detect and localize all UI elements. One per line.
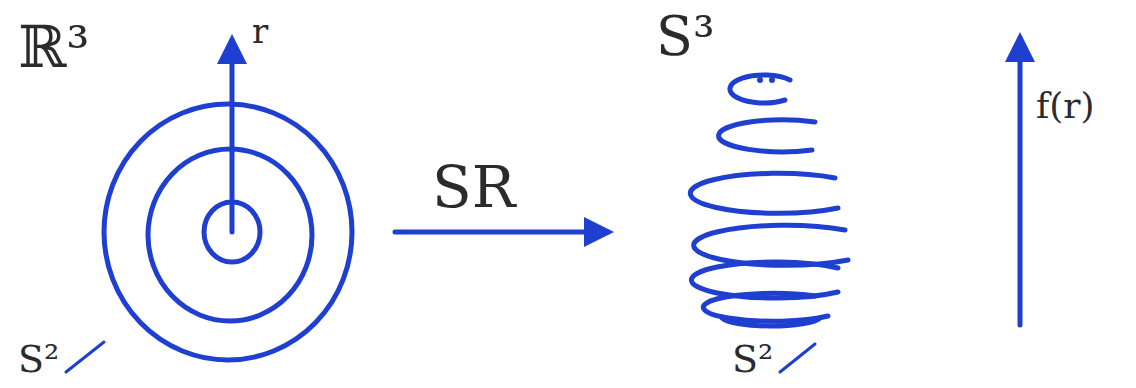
sphere-label: S²: [18, 340, 59, 378]
radius-arrow: [230, 40, 235, 232]
space-label: ℝ³: [18, 18, 89, 76]
sphere-slice: [690, 173, 838, 213]
sphere-slice: [694, 225, 848, 265]
space-label: S³: [656, 10, 715, 64]
leader-line: [66, 342, 104, 372]
sphere-slice: [719, 120, 815, 152]
map-label: SR: [432, 158, 515, 216]
dot: [769, 77, 775, 83]
dot: [757, 77, 763, 83]
map-arrow: [395, 230, 608, 235]
height-arrow: [1018, 38, 1023, 325]
sphere-slice: [722, 318, 820, 326]
sphere-label: S²: [732, 340, 773, 378]
function-label: f(r): [1036, 88, 1095, 124]
axis-label: r: [252, 14, 268, 48]
outer-circle: [104, 104, 352, 360]
sphere-slice: [730, 75, 790, 103]
leader-line: [780, 344, 815, 372]
